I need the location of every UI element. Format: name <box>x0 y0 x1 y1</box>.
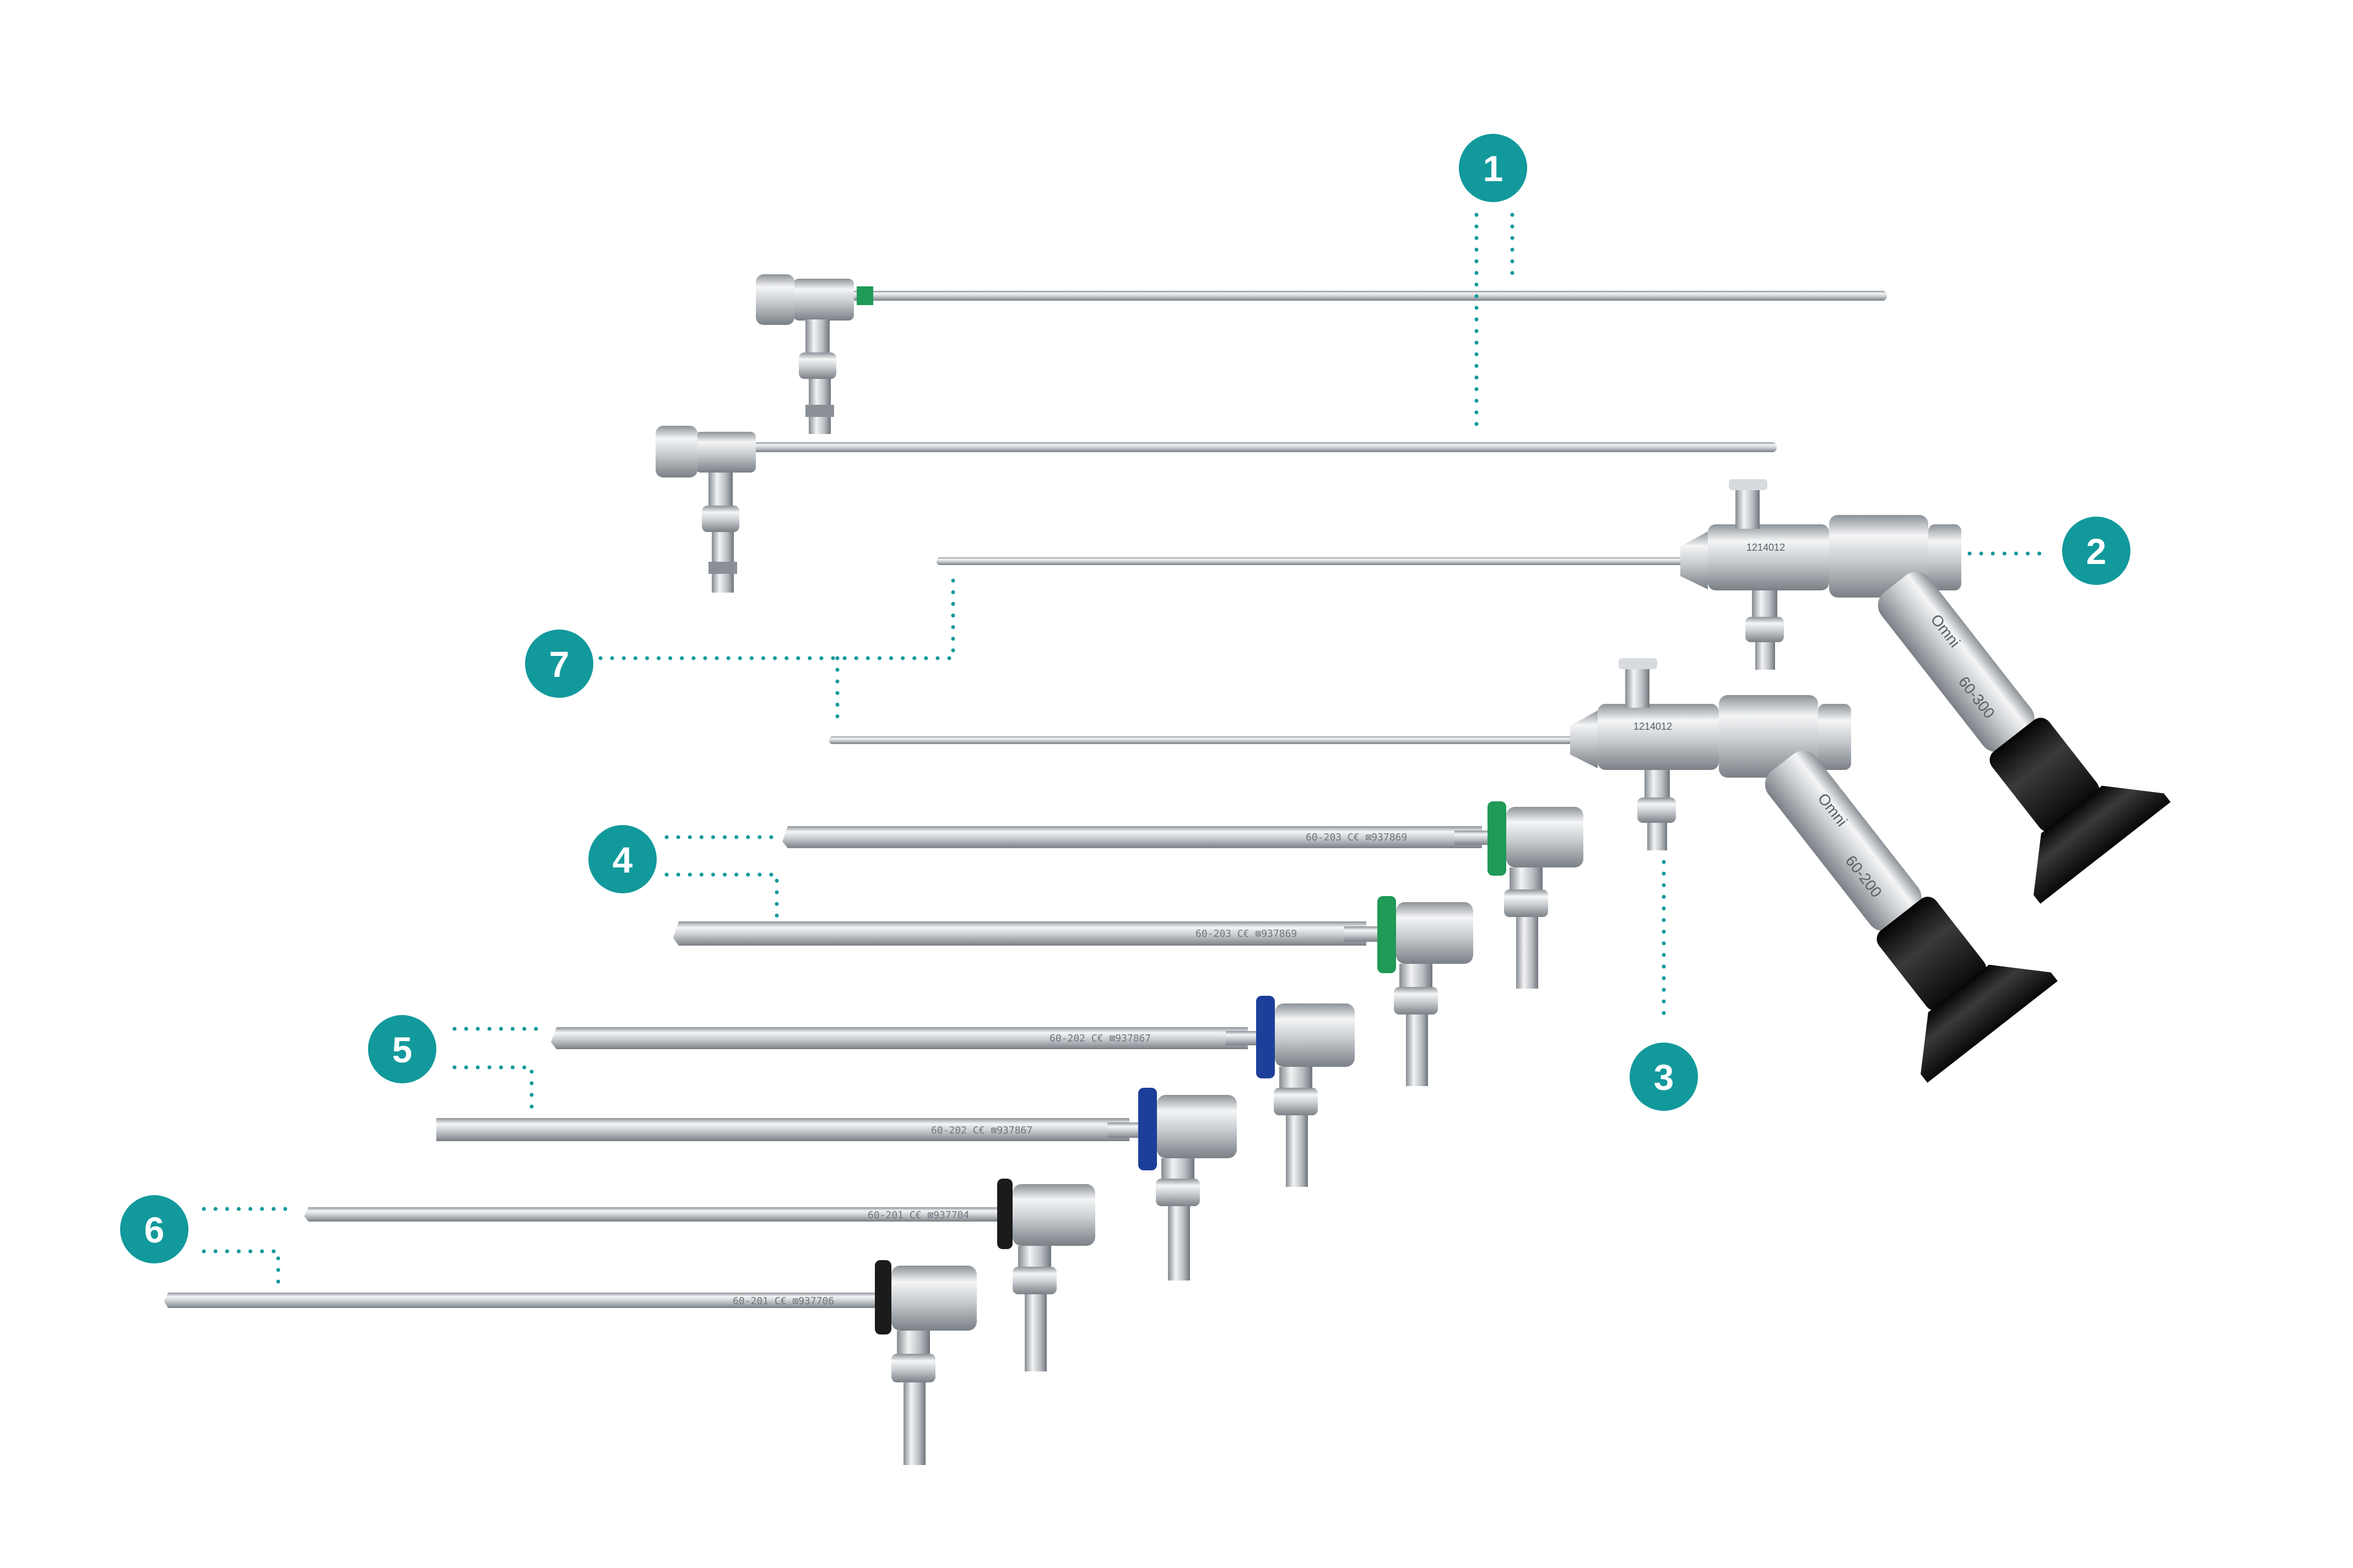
obturator-lower <box>656 426 1777 593</box>
serial-label-2: 1214012 <box>1746 542 1785 553</box>
leader-line-6 <box>202 1249 280 1291</box>
callout-badge-1: 1 <box>1459 134 1527 202</box>
callout-badge-5: 5 <box>368 1015 436 1083</box>
sheath-engraving-6b: 60-201 C€ ⊠937706 <box>733 1295 834 1307</box>
leader-lines <box>202 213 2052 1291</box>
seal-ring-green <box>1377 896 1396 973</box>
sheath-4b: 60-203 C€ ⊠937869 <box>673 896 1473 1086</box>
sheath-engraving-5b: 60-202 C€ ⊠937867 <box>931 1125 1032 1136</box>
sheath-4a: 60-203 C€ ⊠937869 <box>782 801 1583 989</box>
callout-badge-6: 6 <box>120 1195 188 1263</box>
callout-badge-7: 7 <box>525 630 593 698</box>
resectoscope-working-element-3: 1214012 Omni 60-200 <box>829 658 2058 1083</box>
seal-ring-green <box>1487 801 1506 876</box>
sheath-5a: 60-202 C€ ⊠937867 <box>551 996 1355 1187</box>
seal-ring-black <box>997 1179 1013 1249</box>
seal-ring-blue <box>1256 996 1275 1078</box>
callout-badge-4: 4 <box>588 825 657 893</box>
sheath-5b: 60-202 C€ ⊠937867 <box>436 1088 1237 1281</box>
instrument-group-1 <box>656 274 1887 593</box>
callout-number: 7 <box>549 644 570 685</box>
callout-number: 4 <box>613 839 633 880</box>
sheath-engraving-4b: 60-203 C€ ⊠937869 <box>1196 928 1297 940</box>
callout-number: 2 <box>2086 531 2107 572</box>
sheath-engraving-5a: 60-202 C€ ⊠937867 <box>1050 1033 1151 1044</box>
callout-badge-2: 2 <box>2062 517 2130 585</box>
callout-badge-3: 3 <box>1630 1043 1698 1111</box>
callout-number: 6 <box>144 1209 165 1250</box>
sheath-6a: 60-201 C€ ⊠937704 <box>304 1179 1095 1371</box>
handle-grip-3: Omni 60-200 <box>1765 751 2058 1083</box>
sheath-engraving-6a: 60-201 C€ ⊠937704 <box>868 1209 969 1221</box>
obturator-upper <box>756 274 1887 434</box>
resectoscope-working-element-2: 1214012 Omni 60-300 <box>937 479 2171 904</box>
leader-line-5 <box>452 1065 534 1112</box>
callout-number: 3 <box>1654 1057 1674 1098</box>
serial-label-3: 1214012 <box>1633 721 1672 732</box>
seal-ring-green <box>857 286 873 305</box>
seal-ring-black <box>875 1260 891 1334</box>
callout-badges: 1 2 3 4 5 6 7 <box>120 134 2130 1263</box>
sheath-6b: 60-201 C€ ⊠937706 <box>164 1260 977 1465</box>
leader-line-4 <box>664 872 779 919</box>
seal-ring-blue <box>1138 1088 1157 1170</box>
handle-grip-2: Omni 60-300 <box>1878 572 2171 904</box>
callout-number: 5 <box>392 1029 413 1070</box>
sheath-engraving-4a: 60-203 C€ ⊠937869 <box>1306 832 1407 843</box>
callout-number: 1 <box>1483 148 1503 189</box>
leader-line-7 <box>598 576 955 660</box>
